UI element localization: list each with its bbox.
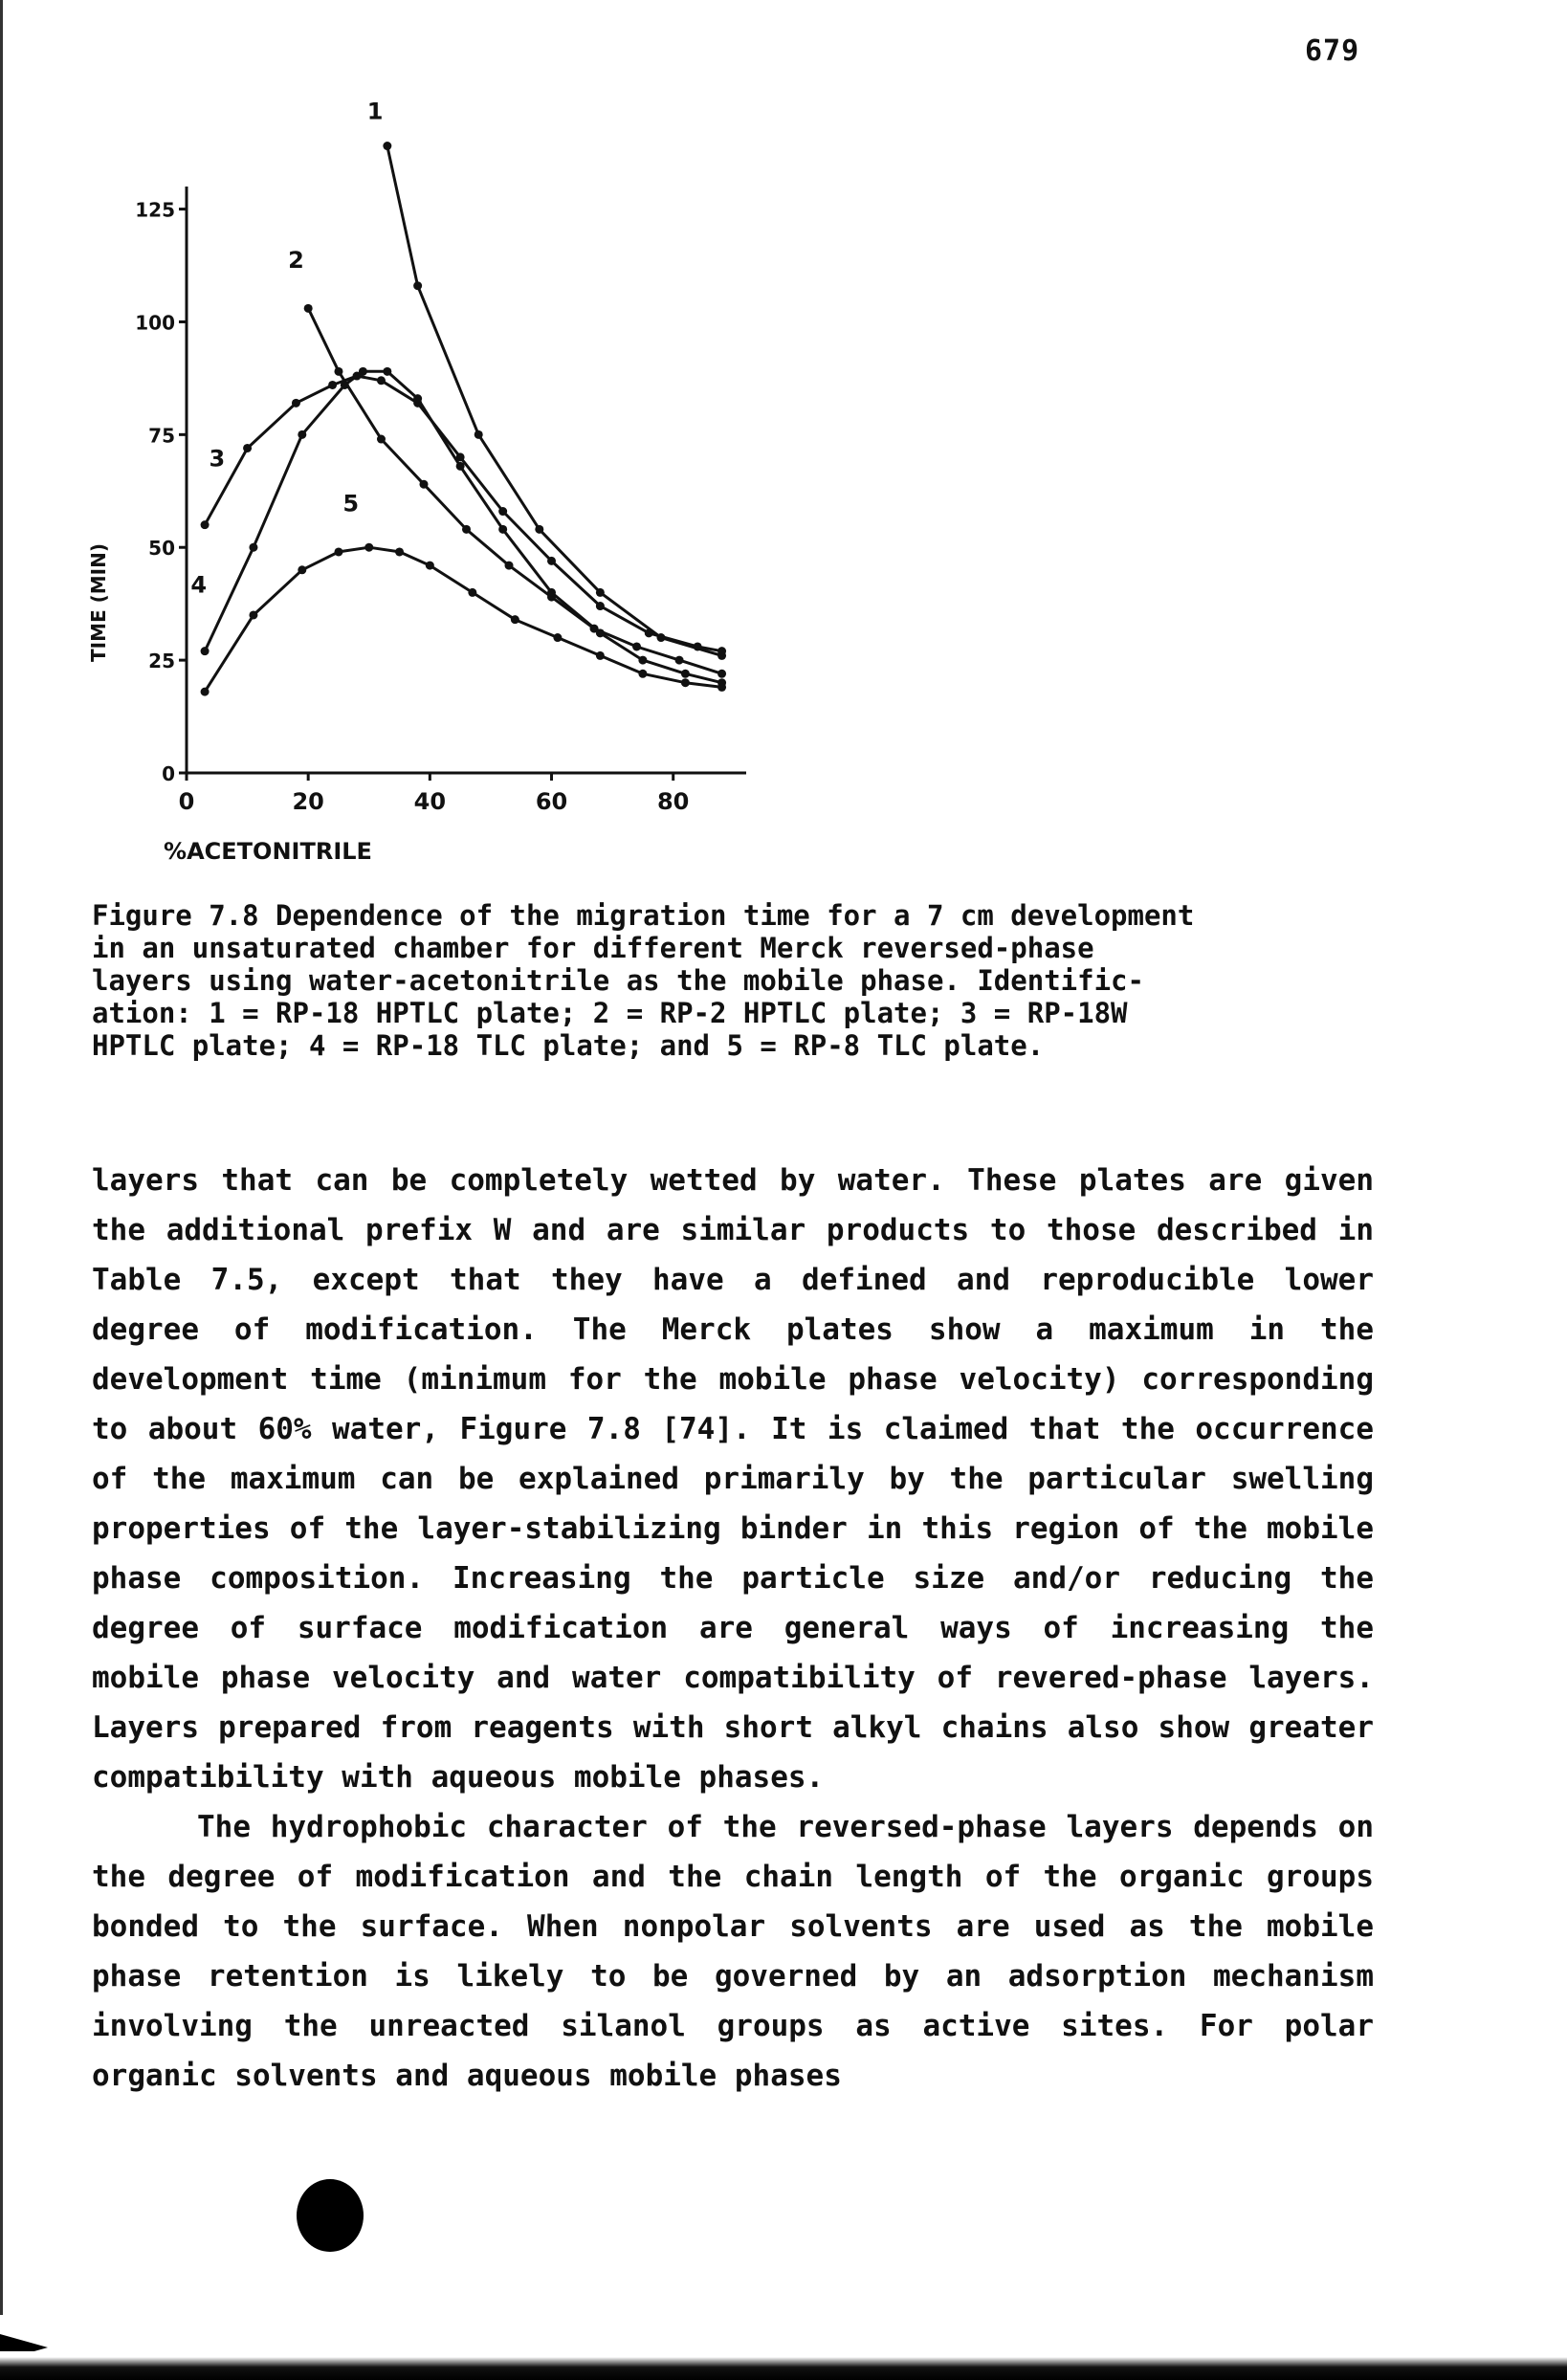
- y-tick-label: 25: [148, 650, 175, 672]
- series-line: [203, 374, 722, 653]
- data-point: [498, 524, 508, 534]
- chart-annotations: 1 2 3 4 5: [190, 98, 383, 598]
- data-point: [376, 434, 386, 444]
- data-point: [638, 669, 648, 678]
- data-point: [455, 452, 465, 462]
- data-point: [474, 430, 483, 439]
- data-point: [680, 669, 690, 678]
- data-point: [595, 587, 605, 597]
- data-point: [680, 678, 690, 688]
- curve-label: 2: [288, 247, 304, 274]
- data-point: [395, 547, 405, 557]
- paragraph: The hydrophobic character of the reverse…: [92, 1810, 1374, 2093]
- data-point: [200, 520, 210, 530]
- curve-label: 4: [190, 571, 207, 598]
- data-point: [717, 669, 727, 678]
- data-point: [425, 561, 434, 570]
- series-line: [203, 369, 722, 685]
- data-point: [364, 542, 374, 552]
- series-line: [386, 145, 723, 657]
- data-point: [358, 366, 367, 376]
- data-point: [498, 507, 508, 517]
- data-point: [455, 461, 465, 471]
- data-point: [376, 376, 386, 386]
- figure-7-8: 0 25 50 75 100 125 0 20 40 60 80 1 2 3 4 5 %ACETONITRI…: [57, 98, 784, 880]
- page-edge-shadow: [0, 0, 3, 2315]
- data-point: [200, 687, 210, 696]
- data-point: [200, 647, 210, 656]
- data-point: [547, 587, 557, 597]
- chart-series: [200, 142, 727, 696]
- data-point: [334, 547, 343, 557]
- data-point: [632, 642, 642, 651]
- data-point: [535, 524, 544, 534]
- series-2: [303, 303, 727, 678]
- data-point: [547, 556, 557, 565]
- page-number: 679: [1305, 34, 1360, 68]
- data-point: [638, 655, 648, 665]
- data-point: [693, 642, 702, 651]
- data-point: [553, 633, 563, 643]
- x-tick-label: 80: [657, 788, 689, 815]
- curve-label: 3: [209, 445, 225, 472]
- data-point: [383, 142, 392, 151]
- data-point: [468, 587, 477, 597]
- y-tick-label: 0: [162, 762, 175, 785]
- y-tick-label: 125: [135, 199, 175, 222]
- data-point: [340, 380, 349, 389]
- series-line: [203, 545, 722, 693]
- data-point: [644, 628, 653, 638]
- body-text: layers that can be completely wetted by …: [92, 1156, 1374, 2101]
- figure-caption: Figure 7.8 Dependence of the migration t…: [92, 899, 1195, 1062]
- data-point: [595, 650, 605, 660]
- data-point: [243, 443, 253, 452]
- series-3: [200, 371, 727, 656]
- series-1: [383, 142, 727, 660]
- data-point: [462, 524, 471, 534]
- data-point: [717, 682, 727, 692]
- data-point: [291, 398, 300, 408]
- data-point: [303, 303, 313, 313]
- y-tick-label: 75: [148, 424, 175, 447]
- data-point: [510, 615, 519, 625]
- data-point: [413, 281, 423, 291]
- x-tick-label: 0: [179, 788, 195, 815]
- ink-blot: [297, 2179, 364, 2252]
- data-point: [298, 565, 307, 575]
- x-tick-label: 40: [414, 788, 446, 815]
- x-axis-label: %ACETONITRILE: [164, 838, 372, 865]
- data-point: [595, 602, 605, 611]
- data-point: [383, 366, 392, 376]
- page-bottom-scan-edge: [0, 2351, 1567, 2380]
- y-tick-label: 100: [135, 311, 175, 334]
- data-point: [334, 366, 343, 376]
- data-point: [249, 542, 258, 552]
- data-point: [249, 610, 258, 620]
- data-point: [413, 394, 423, 404]
- series-5: [200, 542, 727, 696]
- data-point: [717, 647, 727, 656]
- data-point: [595, 628, 605, 638]
- curve-label: 1: [367, 98, 384, 124]
- migration-time-chart: 0 25 50 75 100 125 0 20 40 60 80 1 2 3 4 5 %ACETONITRI…: [87, 98, 746, 865]
- paragraph: layers that can be completely wetted by …: [92, 1163, 1374, 1795]
- x-tick-label: 60: [536, 788, 567, 815]
- data-point: [419, 479, 429, 489]
- data-point: [504, 561, 514, 570]
- y-tick-label: 50: [148, 537, 175, 560]
- data-point: [328, 380, 338, 389]
- x-tick-label: 20: [292, 788, 323, 815]
- data-point: [298, 430, 307, 439]
- data-point: [674, 655, 684, 665]
- curve-label: 5: [342, 491, 359, 518]
- y-axis-label: TIME (MIN): [87, 543, 110, 662]
